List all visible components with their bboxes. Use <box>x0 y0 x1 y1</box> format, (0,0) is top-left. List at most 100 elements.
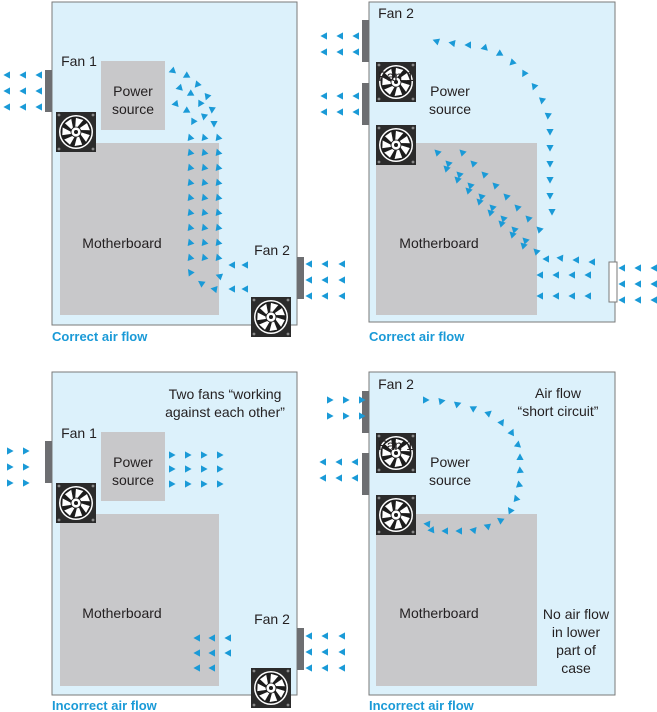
airflow-arrow-icon <box>338 648 345 656</box>
fan-label: Fan 1 <box>378 437 414 453</box>
airflow-arrow-icon <box>215 208 223 217</box>
airflow-arrow-icon <box>182 106 191 113</box>
airflow-arrow-icon <box>484 410 492 418</box>
airflow-arrow-icon <box>187 193 195 202</box>
airflow-arrow-icon <box>187 178 195 187</box>
airflow-arrow-icon <box>507 428 514 437</box>
airflow-arrow-icon <box>19 87 26 95</box>
airflow-arrow-icon <box>650 280 657 288</box>
airflow-arrow-icon <box>321 276 328 284</box>
airflow-arrow-icon <box>467 182 475 190</box>
airflow-arrow-icon <box>182 71 191 78</box>
airflow-arrow-icon <box>204 92 212 101</box>
power-source-label-line2: source <box>112 101 154 117</box>
fan-icon <box>45 441 96 523</box>
airflow-arrow-icon <box>546 161 554 168</box>
airflow-arrow-icon <box>305 276 312 284</box>
fan-icon <box>45 70 96 152</box>
airflow-arrow-icon <box>224 634 231 642</box>
panel-caption: Incorrect air flow <box>52 698 158 712</box>
airflow-arrow-icon <box>509 58 517 66</box>
airflow-arrow-icon <box>185 465 192 473</box>
airflow-arrow-icon <box>200 113 209 121</box>
airflow-arrow-icon <box>187 148 195 157</box>
airflow-arrow-icon <box>321 260 328 268</box>
airflow-arrow-icon <box>336 92 343 100</box>
airflow-arrow-icon <box>193 664 200 672</box>
airflow-arrow-icon <box>194 80 202 88</box>
airflow-arrow-icon <box>359 412 366 420</box>
airflow-arrow-icon <box>552 271 559 279</box>
airflow-arrow-icon <box>201 163 209 172</box>
airflow-arrow-icon <box>588 258 595 266</box>
airflow-arrow-icon <box>509 231 517 239</box>
airflow-arrow-icon <box>552 292 559 300</box>
power-source-label-line2: source <box>429 472 471 488</box>
airflow-arrow-icon <box>335 474 342 482</box>
airflow-arrow-icon <box>546 129 554 136</box>
airflow-arrow-icon <box>520 242 528 250</box>
airflow-arrow-icon <box>201 465 208 473</box>
airflow-arrow-icon <box>511 226 519 234</box>
airflow-arrow-icon <box>305 292 312 300</box>
airflow-arrow-icon <box>210 121 218 128</box>
airflow-arrow-icon <box>434 149 442 157</box>
airflow-arrow-icon <box>224 649 231 657</box>
power-source-label-line1: Power <box>113 454 153 470</box>
airflow-arrow-icon <box>187 163 195 172</box>
airflow-arrow-icon <box>201 223 209 232</box>
airflow-arrow-icon <box>459 149 467 157</box>
airflow-arrow-icon <box>500 215 508 223</box>
airflow-arrow-icon <box>208 106 216 114</box>
airflow-arrow-icon <box>489 204 497 212</box>
airflow-arrow-icon <box>432 38 441 46</box>
power-source-label-line1: Power <box>430 454 470 470</box>
airflow-arrow-icon <box>208 649 215 657</box>
airflow-arrow-icon <box>469 526 477 535</box>
airflow-arrow-icon <box>454 176 462 184</box>
airflow-arrow-icon <box>217 451 224 459</box>
airflow-arrow-icon <box>241 261 248 269</box>
airflow-arrow-icon <box>516 453 524 460</box>
airflow-arrow-icon <box>305 632 312 640</box>
airflow-arrow-icon <box>208 634 215 642</box>
note-line: part of <box>556 642 596 658</box>
fan-icon <box>362 453 416 535</box>
airflow-arrow-icon <box>187 208 195 217</box>
airflow-arrow-icon <box>336 48 343 56</box>
airflow-arrow-icon <box>23 447 30 455</box>
airflow-arrow-icon <box>634 264 641 272</box>
airflow-arrow-icon <box>542 255 549 263</box>
panel-caption: Incorrect air flow <box>369 698 475 712</box>
panel-incorrect-1: Power source Motherboard Two fans “worki… <box>45 371 304 712</box>
airflow-arrow-icon <box>352 32 359 40</box>
airflow-arrow-icon <box>522 69 529 78</box>
airflow-arrow-icon <box>516 466 524 474</box>
airflow-arrow-icon <box>480 43 488 51</box>
airflow-arrow-icon <box>531 82 539 91</box>
airflow-arrow-icon <box>201 451 208 459</box>
airflow-arrow-icon <box>327 412 334 420</box>
airflow-arrow-icon <box>319 458 326 466</box>
airflow-arrow-icon <box>533 248 541 256</box>
airflow-arrow-icon <box>351 458 358 466</box>
airflow-arrow-icon <box>198 99 205 108</box>
airflow-arrow-icon <box>217 465 224 473</box>
airflow-arrow-icon <box>187 269 195 277</box>
airflow-arrow-icon <box>572 256 579 264</box>
airflow-arrow-icon <box>338 260 345 268</box>
airflow-arrow-icon <box>210 285 218 294</box>
airflow-arrow-icon <box>201 480 208 488</box>
motherboard-box <box>376 514 537 686</box>
power-source-box <box>101 432 165 501</box>
airflow-arrow-icon <box>507 507 515 515</box>
airflow-arrow-icon <box>497 419 505 427</box>
airflow-arrow-icon <box>3 71 10 79</box>
airflow-arrow-icon <box>3 87 10 95</box>
airflow-arrow-icon <box>336 32 343 40</box>
airflow-arrow-icon <box>335 458 342 466</box>
airflow-arrow-icon <box>217 480 224 488</box>
note-line: Air flow <box>535 385 582 401</box>
motherboard-box <box>60 514 219 686</box>
